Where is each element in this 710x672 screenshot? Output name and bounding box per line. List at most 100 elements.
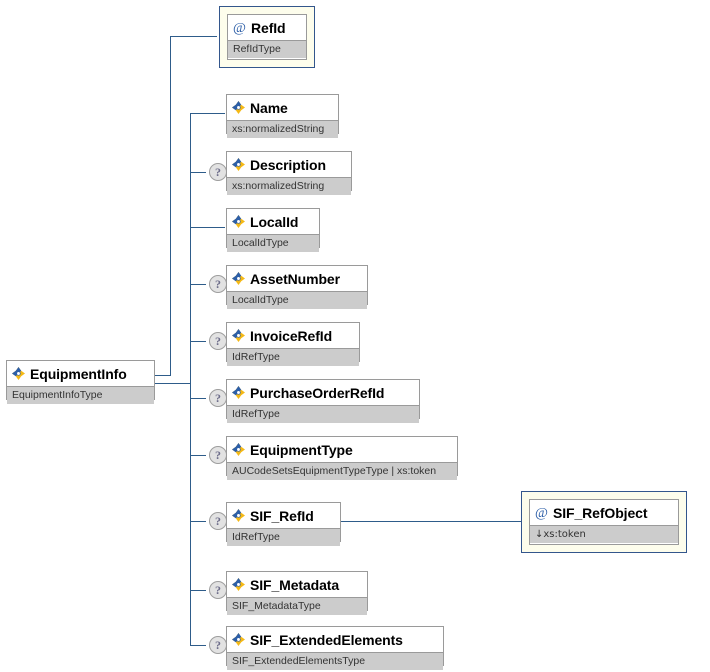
optional-marker-equipmenttype: ? [209,446,227,464]
node-equipmentinfo-label: EquipmentInfo [30,365,127,382]
node-localid-body: LocalId LocalIdType [226,208,320,252]
node-sifmetadata-label: SIF_Metadata [250,576,340,593]
connector-elem-description [190,172,206,173]
node-equipmenttype[interactable]: EquipmentType AUCodeSetsEquipmentTypeTyp… [226,436,458,480]
node-sifrefid-title: SIF_RefId [227,503,340,528]
node-sifextendedelements[interactable]: SIF_ExtendedElements SIF_ExtendedElement… [226,626,444,670]
node-sifextendedelements-body: SIF_ExtendedElements SIF_ExtendedElement… [226,626,444,670]
node-sifrefid-type: IdRefType [227,528,340,546]
connector-elem-sifrefid [190,521,206,522]
node-sifrefobject-label: SIF_RefObject [553,504,648,521]
node-invoicerefid-body: InvoiceRefId IdRefType [226,322,360,366]
node-description[interactable]: Description xs:normalizedString [226,151,352,195]
optional-marker-description: ? [209,163,227,181]
node-description-body: Description xs:normalizedString [226,151,352,195]
element-icon [231,632,246,647]
element-icon [231,577,246,592]
connector-sifrefid-sifrefobject [341,521,535,522]
node-sifmetadata[interactable]: SIF_Metadata SIF_MetadataType [226,571,368,615]
node-description-type: xs:normalizedString [227,177,351,195]
node-assetnumber-body: AssetNumber LocalIdType [226,265,368,309]
node-sifextendedelements-label: SIF_ExtendedElements [250,631,403,648]
node-sifrefobject-title: @ SIF_RefObject [530,500,678,525]
node-equipmenttype-type: AUCodeSetsEquipmentTypeType | xs:token [227,462,457,480]
connector-root-attr-stub [155,375,171,376]
node-name-type: xs:normalizedString [227,120,338,138]
node-refid-body: @ RefId RefIdType [227,14,307,60]
node-name[interactable]: Name xs:normalizedString [226,94,339,138]
node-refid-type: RefIdType [228,40,306,58]
connector-elem-equipmenttype [190,455,206,456]
node-refid-title: @ RefId [228,15,306,40]
element-icon [231,157,246,172]
optional-marker-sifmetadata: ? [209,581,227,599]
node-purchaseorderrefid-body: PurchaseOrderRefId IdRefType [226,379,420,423]
node-sifextendedelements-title: SIF_ExtendedElements [227,627,443,652]
node-purchaseorderrefid-label: PurchaseOrderRefId [250,384,385,401]
node-sifrefobject[interactable]: @ SIF_RefObject ↓xs:token [521,491,687,553]
connector-elem-purchaseorderrefid [190,398,206,399]
node-equipmenttype-title: EquipmentType [227,437,457,462]
node-localid-type: LocalIdType [227,234,319,252]
node-sifrefobject-type: ↓xs:token [530,525,678,543]
node-refid-label: RefId [251,19,286,36]
node-localid[interactable]: LocalId LocalIdType [226,208,320,252]
element-icon [11,366,26,381]
connector-elem-sifmetadata [190,590,206,591]
node-localid-label: LocalId [250,213,299,230]
node-invoicerefid-label: InvoiceRefId [250,327,333,344]
optional-marker-purchaseorderrefid: ? [209,389,227,407]
node-refid[interactable]: @ RefId RefIdType [219,6,315,68]
node-invoicerefid-type: IdRefType [227,348,359,366]
node-sifrefobject-body: @ SIF_RefObject ↓xs:token [529,499,679,545]
node-equipmenttype-label: EquipmentType [250,441,353,458]
node-sifrefid-label: SIF_RefId [250,507,314,524]
node-equipmentinfo[interactable]: EquipmentInfo EquipmentInfoType [6,360,155,404]
node-equipmentinfo-body: EquipmentInfo EquipmentInfoType [6,360,155,404]
connector-attr-refid [170,36,217,37]
node-purchaseorderrefid-title: PurchaseOrderRefId [227,380,419,405]
optional-marker-invoicerefid: ? [209,332,227,350]
node-assetnumber-label: AssetNumber [250,270,340,287]
node-assetnumber-title: AssetNumber [227,266,367,291]
node-purchaseorderrefid-type: IdRefType [227,405,419,423]
connector-elem-invoicerefid [190,341,206,342]
element-icon [231,100,246,115]
connector-elem-spine [190,113,191,645]
node-localid-title: LocalId [227,209,319,234]
node-invoicerefid[interactable]: InvoiceRefId IdRefType [226,322,360,366]
node-equipmentinfo-title: EquipmentInfo [7,361,154,386]
node-sifextendedelements-type: SIF_ExtendedElementsType [227,652,443,670]
node-equipmentinfo-type: EquipmentInfoType [7,386,154,404]
svg-text:@: @ [233,20,246,35]
node-description-label: Description [250,156,326,173]
node-assetnumber[interactable]: AssetNumber LocalIdType [226,265,368,309]
node-description-title: Description [227,152,351,177]
element-icon [231,214,246,229]
connector-elem-assetnumber [190,284,206,285]
node-equipmenttype-body: EquipmentType AUCodeSetsEquipmentTypeTyp… [226,436,458,480]
element-icon [231,385,246,400]
optional-marker-assetnumber: ? [209,275,227,293]
node-invoicerefid-title: InvoiceRefId [227,323,359,348]
node-sifmetadata-type: SIF_MetadataType [227,597,367,615]
connector-elem-localid [190,227,225,228]
node-purchaseorderrefid[interactable]: PurchaseOrderRefId IdRefType [226,379,420,423]
element-icon [231,442,246,457]
node-sifmetadata-body: SIF_Metadata SIF_MetadataType [226,571,368,615]
connector-elem-name [190,113,225,114]
optional-marker-sifextendedelements: ? [209,636,227,654]
connector-attr-vertical [170,36,171,376]
element-icon [231,508,246,523]
connector-elem-sifextendedelements [190,645,206,646]
node-name-title: Name [227,95,338,120]
optional-marker-sifrefid: ? [209,512,227,530]
attribute-icon: @ [232,20,247,35]
node-sifmetadata-title: SIF_Metadata [227,572,367,597]
node-name-body: Name xs:normalizedString [226,94,339,138]
node-name-label: Name [250,99,288,116]
element-icon [231,328,246,343]
node-sifrefid[interactable]: SIF_RefId IdRefType [226,502,341,546]
connector-root-elem-stub [155,383,191,384]
